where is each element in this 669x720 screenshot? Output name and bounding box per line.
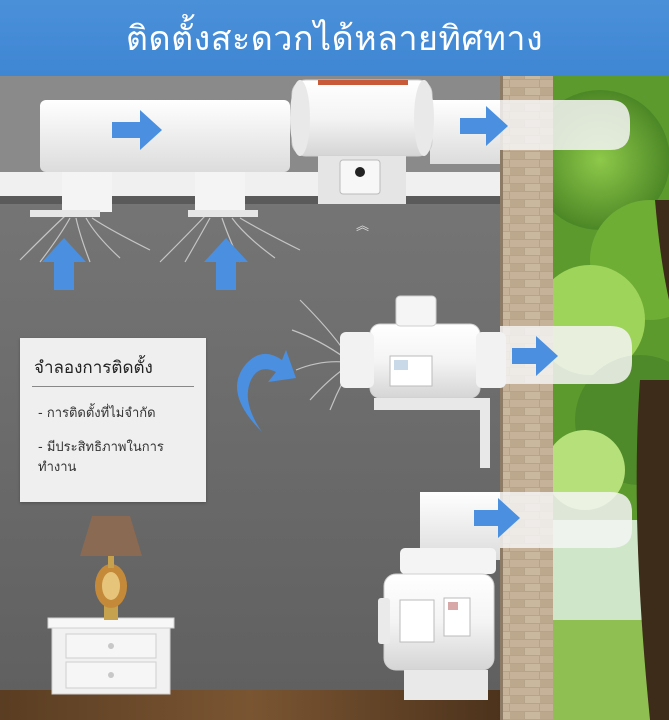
top-duct (40, 100, 290, 172)
chevron-up-icon: ︽ (356, 219, 369, 234)
info-box: จำลองการติดตั้ง - การติดตั้งที่ไม่จำกัด … (20, 338, 206, 502)
divider (32, 386, 194, 387)
nightstand-lamp (47, 516, 175, 695)
info-item: - มีประสิทธิภาพในการ ทำงาน (38, 440, 164, 475)
page-title: ติดตั้งสะดวกได้หลายทิศทาง (125, 19, 544, 59)
curved-arrow-icon (237, 350, 296, 432)
header-banner: ติดตั้งสะดวกได้หลายทิศทาง (0, 0, 669, 76)
info-heading: จำลองการติดตั้ง (34, 358, 153, 378)
info-item: - การติดตั้งที่ไม่จำกัด (38, 406, 156, 421)
inline-fan-top (290, 79, 434, 204)
airflow-arrow-icon (42, 106, 558, 538)
inline-fan-middle (340, 295, 506, 468)
inline-fan-bottom (378, 492, 500, 700)
